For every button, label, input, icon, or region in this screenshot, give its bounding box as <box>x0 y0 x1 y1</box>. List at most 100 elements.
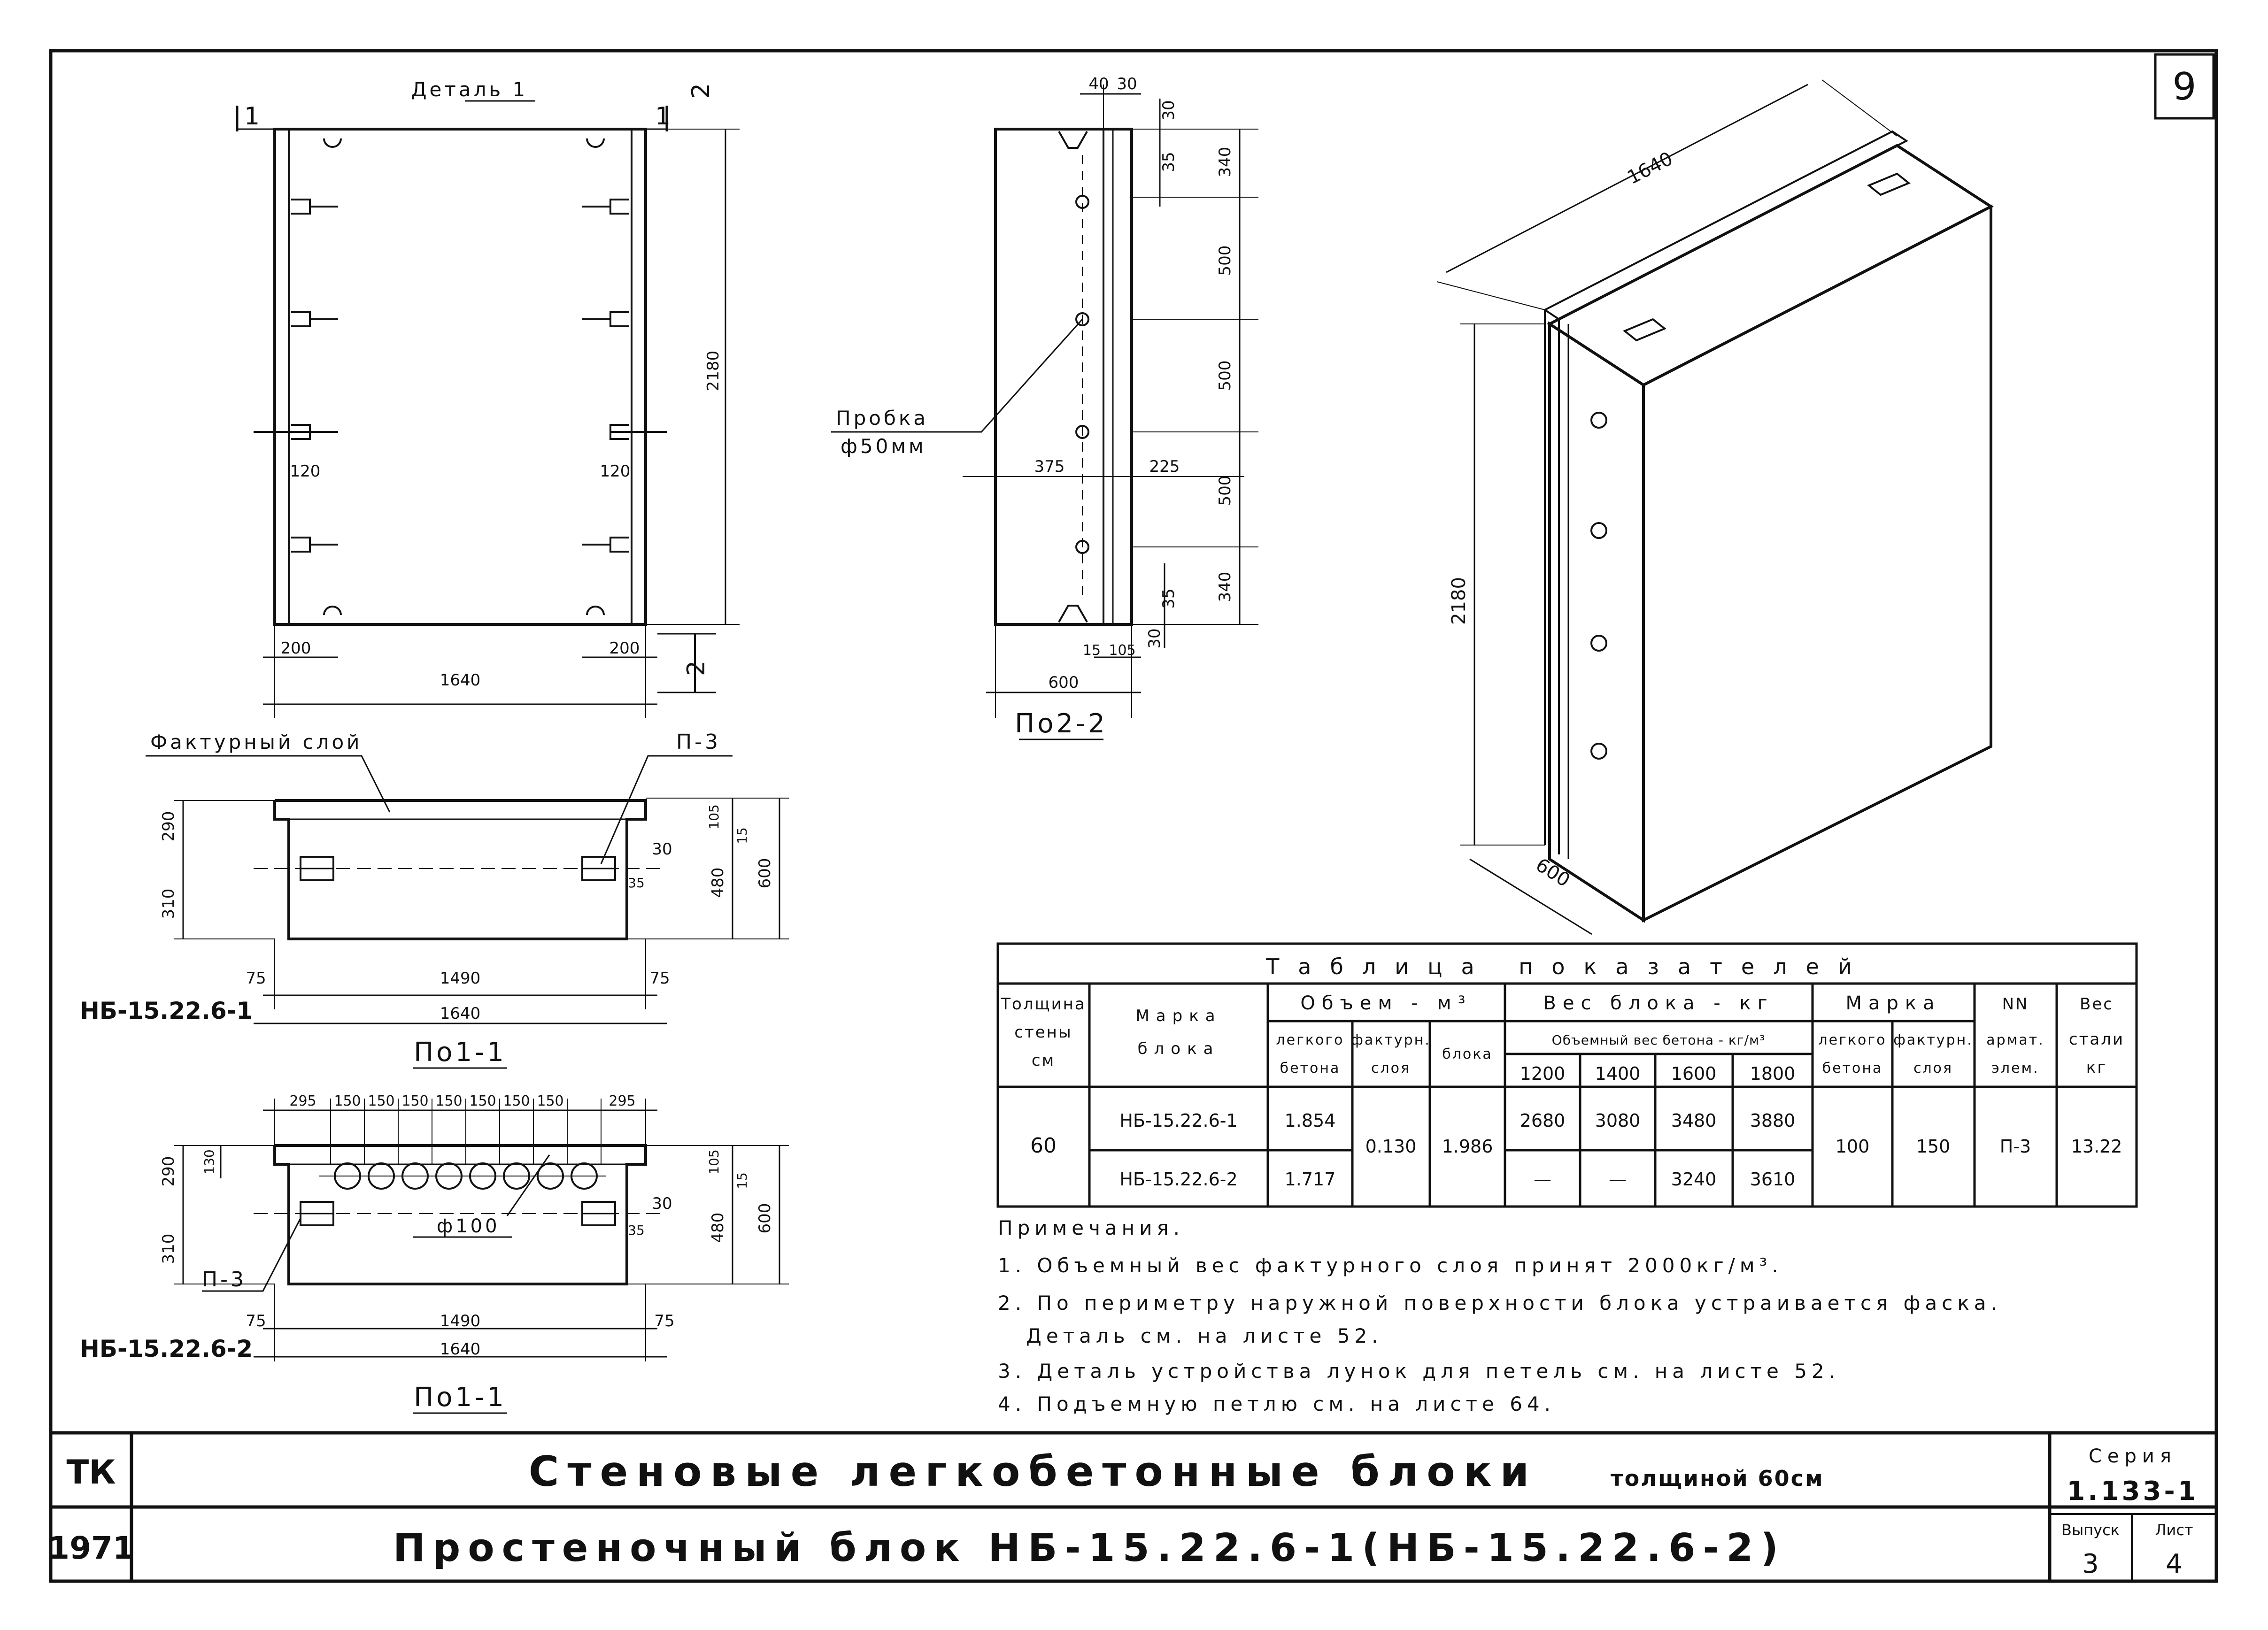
td-row1-volume-light: 1.854 <box>1285 1110 1336 1131</box>
section2-total-dim: 1640 <box>440 1340 481 1359</box>
title-main: Стеновые легкобетонные блоки <box>529 1447 1537 1496</box>
th-steel-2: стали <box>2069 1030 2124 1049</box>
td-row2-w1600: 3240 <box>1671 1169 1717 1190</box>
section2-top-dim-7: 150 <box>503 1093 530 1109</box>
detail-1-label: Деталь 1 <box>411 78 528 101</box>
plug-size: ф50мм <box>841 435 926 458</box>
issue-label: Выпуск <box>2061 1521 2120 1539</box>
iso-depth-dim: 600 <box>1532 854 1574 891</box>
section1-right-dim-4: 35 <box>628 875 645 891</box>
section1-caption: По1-1 <box>414 1037 507 1068</box>
td-row2-w1400: — <box>1609 1169 1627 1190</box>
side-bottom-dim-1: 15 <box>1083 642 1101 659</box>
section2-top-dim-8: 150 <box>537 1093 563 1109</box>
th-density-1800: 1800 <box>1750 1063 1796 1084</box>
section2-mark: НБ-15.22.6-2 <box>80 1335 253 1362</box>
front-loop-dim-left: 120 <box>290 462 321 481</box>
front-loop-dim-right: 120 <box>600 462 631 481</box>
td-marka-texture: 150 <box>1916 1136 1951 1157</box>
side-top-dim-2: 30 <box>1117 75 1137 93</box>
section1-bottom-dim-2: 1490 <box>440 969 481 988</box>
iso-height-dim: 2180 <box>1448 577 1470 625</box>
th-density-1200: 1200 <box>1520 1063 1566 1084</box>
section1-right-dim-1: 105 <box>706 804 722 829</box>
th-volume: Объем - м³ <box>1300 992 1472 1014</box>
section2-left-dim-2: 290 <box>159 1156 178 1187</box>
td-volume-texture: 0.130 <box>1365 1136 1417 1157</box>
section1-right-dim-5: 480 <box>709 868 727 898</box>
texture-layer-label: Фактурный слой <box>150 730 362 753</box>
side-caption: По2-2 <box>1015 708 1108 739</box>
section2-top-dim-1: 295 <box>289 1093 316 1109</box>
th-thickness-3: см <box>1032 1051 1055 1070</box>
section2-top-dim-5: 150 <box>435 1093 462 1109</box>
table-title: Таблица показателей <box>1265 954 1871 979</box>
td-thickness: 60 <box>1030 1134 1057 1158</box>
iso-length-dim: 1640 <box>1624 148 1676 189</box>
note-4: 4. Подъемную петлю см. на листе 64. <box>998 1392 1555 1415</box>
section2-caption: По1-1 <box>414 1382 507 1413</box>
isometric-view <box>1436 79 1994 935</box>
note-1: 1. Объемный вес фактурного слоя принят 2… <box>998 1254 1783 1277</box>
section2-bottom-dim-1: 75 <box>246 1312 266 1330</box>
sheet-number: 9 <box>2173 65 2197 108</box>
td-row1-w1600: 3480 <box>1671 1110 1717 1131</box>
side-small-dim-2: 35 <box>1159 588 1178 608</box>
section-2-view <box>174 1099 789 1361</box>
title-block <box>51 1431 2216 1581</box>
section2-right-dim-3: 30 <box>652 1194 672 1213</box>
side-view <box>831 85 1258 718</box>
th-weight: Вес блока - кг <box>1543 992 1774 1014</box>
section2-top-dim-6: 150 <box>469 1093 496 1109</box>
front-view <box>236 106 740 718</box>
section1-mark: НБ-15.22.6-1 <box>80 997 253 1024</box>
th-weight-sub: Объемный вес бетона - кг/м³ <box>1552 1032 1766 1048</box>
section1-right-dim-6: 600 <box>756 858 774 889</box>
series-label: Серия <box>2089 1445 2177 1467</box>
section1-loop-label: П-3 <box>676 730 721 754</box>
side-small-dim-4: 30 <box>1145 628 1164 648</box>
section1-bottom-dim-1: 75 <box>246 969 266 988</box>
th-mark-2: блока <box>1138 1039 1220 1058</box>
side-vdim-2: 500 <box>1216 246 1234 276</box>
td-steel: 13.22 <box>2071 1136 2122 1157</box>
th-marka-light-2: бетона <box>1822 1060 1883 1076</box>
td-row2-w1800: 3610 <box>1750 1169 1796 1190</box>
notes-title: Примечания. <box>998 1216 1184 1239</box>
td-row1-w1200: 2680 <box>1520 1110 1566 1131</box>
side-mid-dim-2: 225 <box>1149 457 1180 476</box>
section1-right-dim-3: 30 <box>652 840 672 859</box>
th-thickness-1: Толщина <box>1000 995 1086 1014</box>
indicators-table <box>996 942 2138 1208</box>
note-3: 3. Деталь устройства лунок для петель см… <box>998 1360 1840 1383</box>
td-row2-mark: НБ-15.22.6-2 <box>1119 1169 1237 1190</box>
section2-top-dim-9: 295 <box>609 1093 635 1109</box>
side-vdim-1: 340 <box>1216 147 1234 177</box>
front-edge-dim-left: 200 <box>281 639 311 658</box>
th-volume-texture-2: слоя <box>1371 1060 1411 1076</box>
stamp-tk: ТК <box>67 1453 116 1492</box>
hole-diameter-label: ф100 <box>437 1215 500 1237</box>
section2-top-dim-4: 150 <box>401 1093 428 1109</box>
section-mark-1-left: 1 <box>244 102 260 131</box>
th-armat-2: армат. <box>1986 1032 2044 1048</box>
th-density-1400: 1400 <box>1595 1063 1641 1084</box>
section1-bottom-dim-3: 75 <box>649 969 670 988</box>
side-bottom-dim-2: 105 <box>1109 642 1135 659</box>
section2-loop-label: П-3 <box>202 1268 247 1292</box>
section2-right-dim-6: 600 <box>756 1203 774 1234</box>
section2-right-dim-5: 480 <box>709 1213 727 1243</box>
title-suffix: толщиной 60см <box>1611 1466 1824 1491</box>
side-top-dim-1: 40 <box>1088 75 1109 93</box>
td-row2-w1200: — <box>1534 1169 1551 1190</box>
td-marka-light: 100 <box>1836 1136 1870 1157</box>
sheet-label: Лист <box>2155 1521 2193 1539</box>
section2-left-dim-1: 130 <box>201 1149 217 1174</box>
sheet-value: 4 <box>2166 1549 2183 1579</box>
section1-left-dim-2: 310 <box>159 889 178 919</box>
th-marka-texture-1: фактурн. <box>1893 1032 1973 1048</box>
td-row1-w1400: 3080 <box>1595 1110 1641 1131</box>
side-small-dim-3: 30 <box>1159 100 1178 120</box>
section-mark-1-right: 1 <box>655 102 671 131</box>
